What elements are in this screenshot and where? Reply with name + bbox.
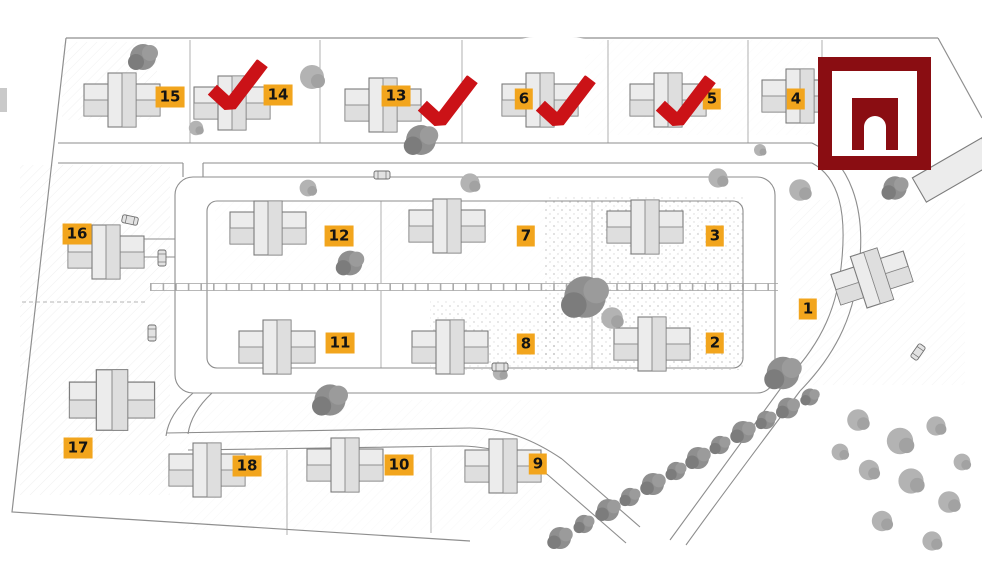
car <box>491 362 509 372</box>
lot-label-2[interactable]: 2 <box>705 332 725 354</box>
house <box>911 137 982 203</box>
lot-label-4[interactable]: 4 <box>786 88 806 110</box>
lot-label-7[interactable]: 7 <box>516 225 536 247</box>
builder-logo-background <box>832 71 917 156</box>
eraser-smudge <box>505 36 601 58</box>
car <box>157 249 167 267</box>
hedge-strip <box>150 283 778 291</box>
lot-label-9[interactable]: 9 <box>528 453 548 475</box>
lot-label-17[interactable]: 17 <box>63 437 93 459</box>
arch-opening <box>863 116 886 150</box>
houses-layer <box>67 68 982 498</box>
lot-label-5[interactable]: 5 <box>702 88 722 110</box>
lot-label-14[interactable]: 14 <box>263 84 293 106</box>
lot-label-13[interactable]: 13 <box>381 85 411 107</box>
lot-label-12[interactable]: 12 <box>324 225 354 247</box>
lot-label-1[interactable]: 1 <box>798 298 818 320</box>
edge-mark <box>0 88 7 112</box>
lot-label-3[interactable]: 3 <box>705 225 725 247</box>
lot-label-11[interactable]: 11 <box>325 332 355 354</box>
lot-label-10[interactable]: 10 <box>384 454 414 476</box>
lot-label-16[interactable]: 16 <box>62 223 92 245</box>
property-boundary <box>11 37 982 542</box>
lot-label-6[interactable]: 6 <box>514 88 534 110</box>
builder-logo <box>818 57 931 170</box>
lot-label-8[interactable]: 8 <box>516 333 536 355</box>
car <box>147 324 157 342</box>
arch-doorway-icon <box>851 98 898 150</box>
roads <box>58 142 862 546</box>
lot-label-18[interactable]: 18 <box>232 455 262 477</box>
car <box>373 170 391 180</box>
lot-label-15[interactable]: 15 <box>155 86 185 108</box>
